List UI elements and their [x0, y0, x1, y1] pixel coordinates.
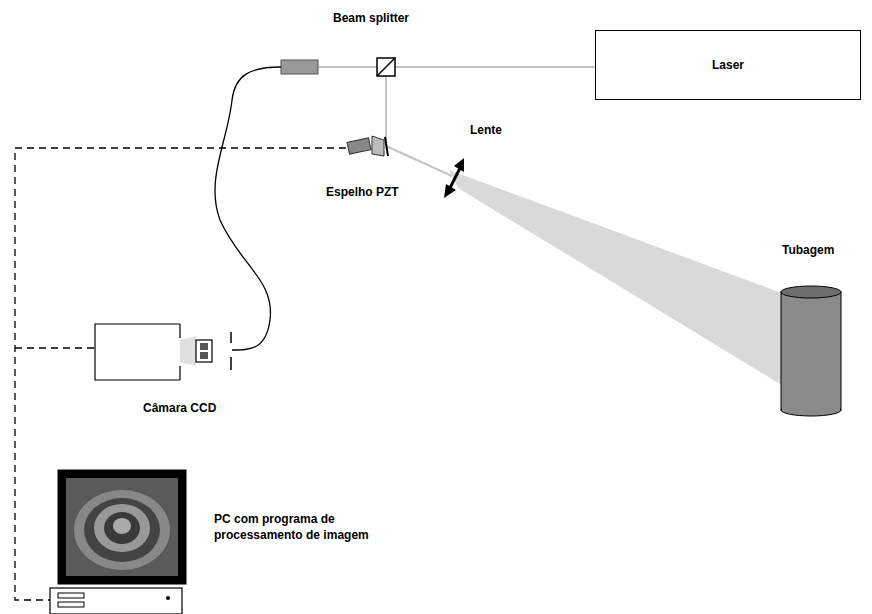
part-label: Tubagem: [782, 242, 834, 258]
pzt-mirror: [347, 136, 388, 156]
pipe-cylinder: [781, 286, 841, 416]
laser-box: Laser: [595, 30, 861, 100]
pc-computer: [50, 470, 186, 614]
beam-splitter-cube: [377, 58, 395, 76]
ccd-camera: [95, 324, 231, 380]
node-text: Laser: [712, 57, 744, 73]
laser-beam: [318, 66, 596, 68]
object-beam: [386, 146, 452, 176]
beam-splitter-diagonal: [377, 58, 395, 76]
part-label: Lente: [470, 122, 502, 138]
part-label: Beam splitter: [333, 10, 409, 26]
part-label: PC com programa de processamento de imag…: [214, 511, 404, 543]
fibre-coupler: [281, 60, 318, 74]
part-label: Espelho PZT: [326, 184, 399, 200]
lens-symbol: [444, 158, 464, 198]
reference-beam: [385, 76, 387, 146]
beam-cone: [449, 170, 790, 390]
part-label: Câmara CCD: [143, 400, 216, 416]
optical-fibre: [215, 67, 281, 350]
